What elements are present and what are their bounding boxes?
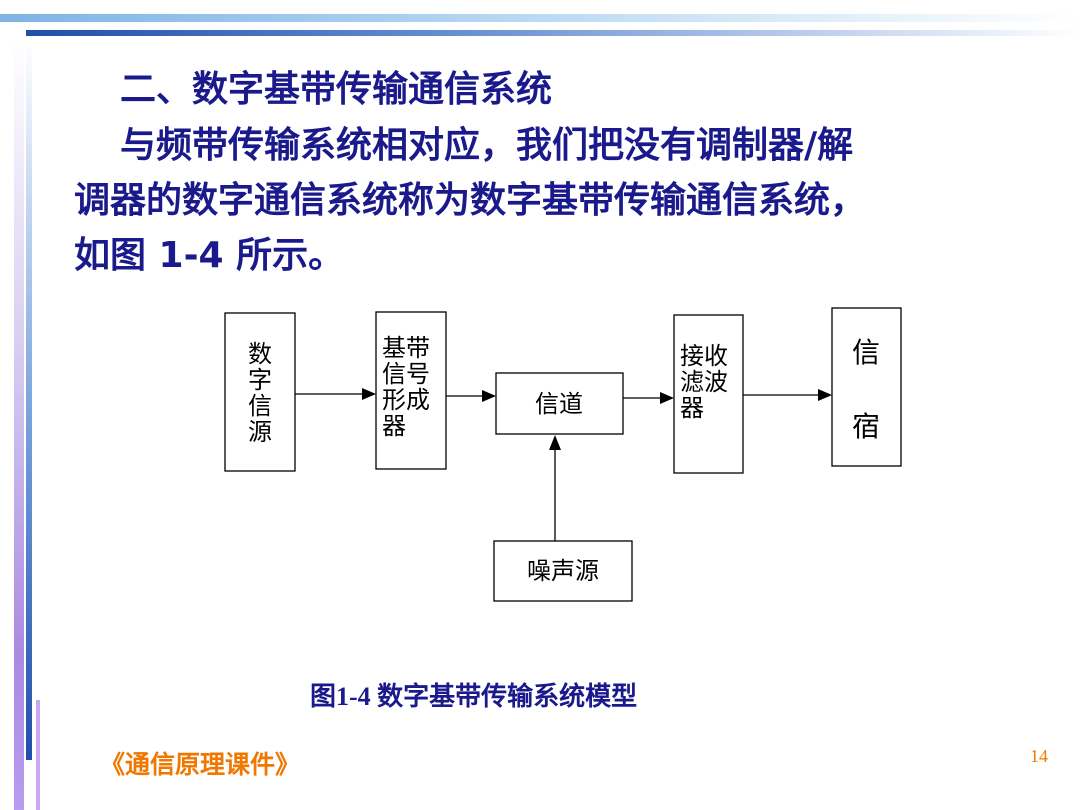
sink-block xyxy=(831,307,902,467)
sink-label-1: 信 xyxy=(852,336,880,369)
left-decor-bar-inner xyxy=(26,40,32,760)
arrowhead-sink xyxy=(818,389,832,401)
source-label-2: 字 xyxy=(248,366,272,394)
page-number: 14 xyxy=(1030,746,1048,766)
course-footer: 《通信原理课件》 xyxy=(100,750,301,779)
shaper-block xyxy=(375,311,447,470)
top-decor-bar-dark xyxy=(26,30,1080,36)
noise-label: 噪声源 xyxy=(527,557,599,585)
left-decor-bar-bottom xyxy=(36,700,40,810)
source-block xyxy=(224,312,296,472)
channel-label: 信道 xyxy=(535,390,583,418)
paragraph-line-1: 与频带传输系统相对应，我们把没有调制器/解 xyxy=(120,125,854,166)
arrowhead-receiver xyxy=(660,392,674,404)
source-label-4: 源 xyxy=(248,418,272,446)
source-label-1: 数 xyxy=(248,340,272,368)
arrowhead-noise xyxy=(549,435,561,450)
slide-heading: 二、数字基带传输通信系统 xyxy=(120,69,553,110)
shaper-label-3: 形成 xyxy=(382,386,430,414)
noise-block xyxy=(493,540,633,602)
shaper-label-2: 信号 xyxy=(382,360,430,388)
receiver-label-2: 滤波 xyxy=(680,368,728,396)
receiver-label-1: 接收 xyxy=(680,342,728,370)
figure-caption: 图1-4 数字基带传输系统模型 xyxy=(310,682,638,711)
receiver-block xyxy=(673,314,744,474)
arrowhead-shaper xyxy=(362,388,376,400)
paragraph-line-3: 如图 1-4 所示。 xyxy=(74,235,345,276)
paragraph-line-2: 调器的数字通信系统称为数字基带传输通信系统， xyxy=(74,180,867,221)
shaper-label-4: 器 xyxy=(382,412,406,440)
arrowhead-channel xyxy=(482,390,496,402)
receiver-label-3: 器 xyxy=(680,394,704,422)
left-decor-bar xyxy=(14,40,24,810)
sink-label-2: 宿 xyxy=(852,410,880,443)
shaper-label-1: 基带 xyxy=(382,334,430,362)
channel-block xyxy=(495,372,624,435)
top-decor-bar xyxy=(0,14,1080,22)
slide-paragraph: 与频带传输系统相对应，我们把没有调制器/解 调器的数字通信系统称为数字基带传输通… xyxy=(74,118,1034,283)
source-label-3: 信 xyxy=(248,392,272,420)
